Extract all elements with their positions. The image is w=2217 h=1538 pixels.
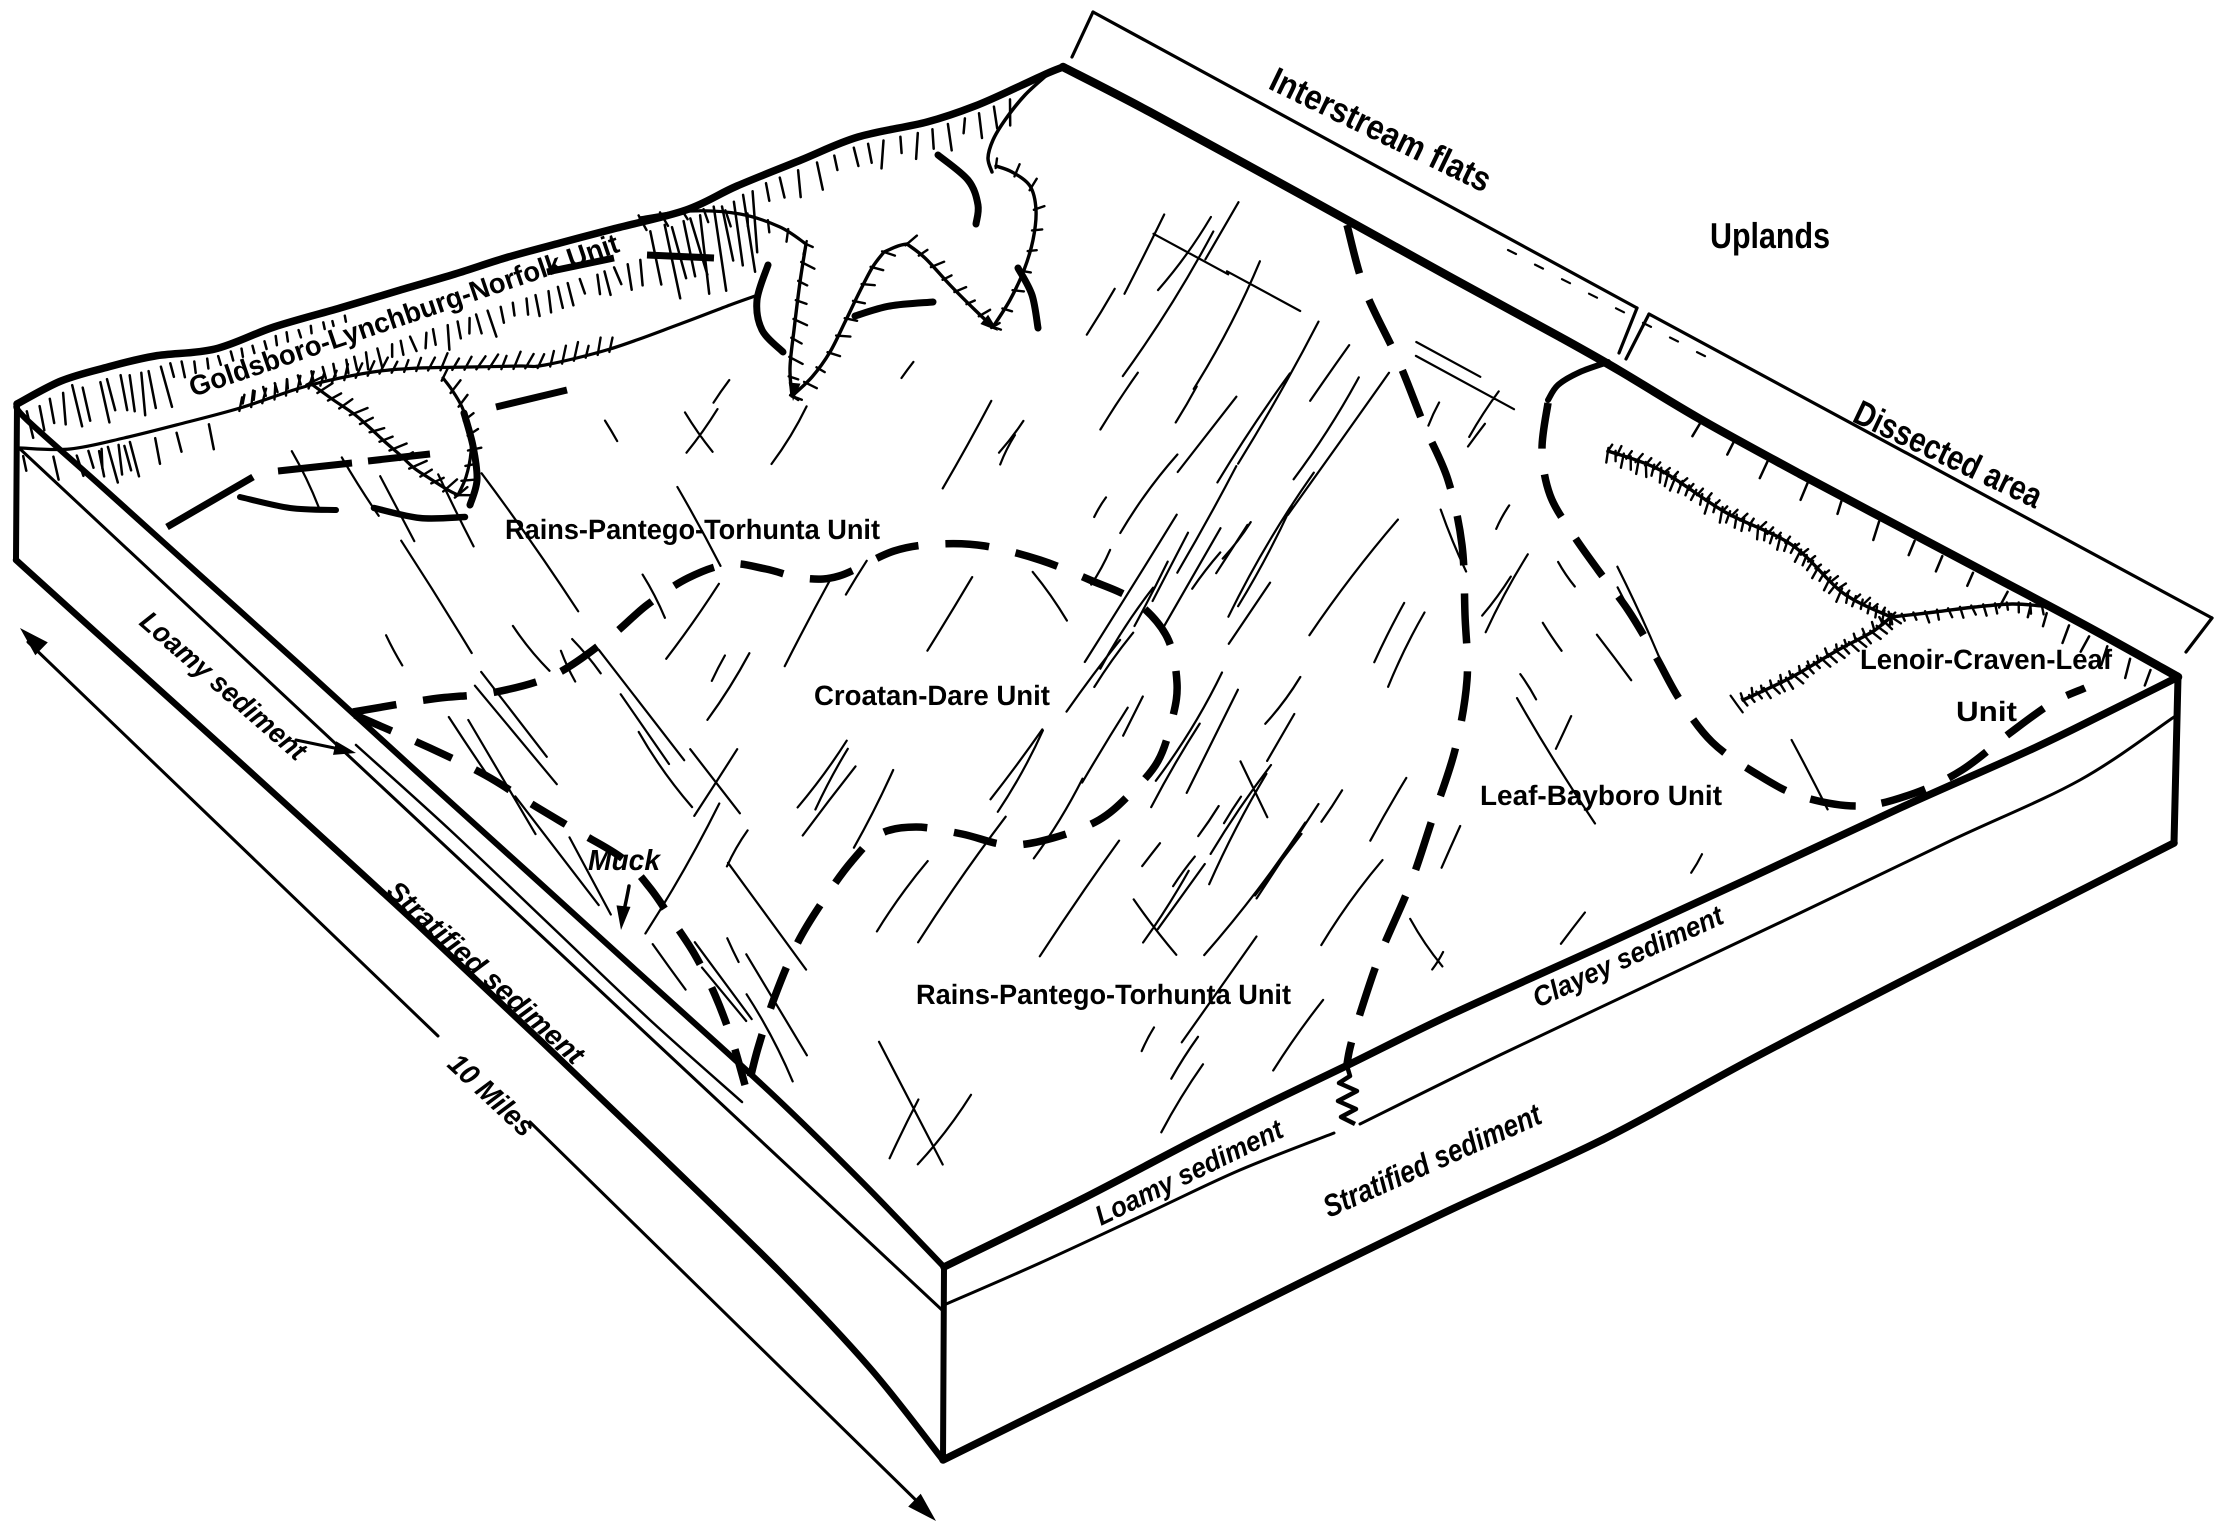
svg-text:Rains-Pantego-Torhunta Unit: Rains-Pantego-Torhunta Unit bbox=[505, 514, 880, 545]
svg-text:Leaf-Bayboro Unit: Leaf-Bayboro Unit bbox=[1480, 780, 1722, 811]
svg-text:Lenoir-Craven-Leaf: Lenoir-Craven-Leaf bbox=[1860, 644, 2113, 675]
svg-text:Muck: Muck bbox=[588, 845, 662, 877]
svg-text:Unit: Unit bbox=[1956, 696, 2017, 727]
svg-text:Rains-Pantego-Torhunta Unit: Rains-Pantego-Torhunta Unit bbox=[916, 979, 1291, 1010]
svg-text:Croatan-Dare Unit: Croatan-Dare Unit bbox=[814, 680, 1050, 711]
svg-text:Uplands: Uplands bbox=[1710, 215, 1830, 256]
